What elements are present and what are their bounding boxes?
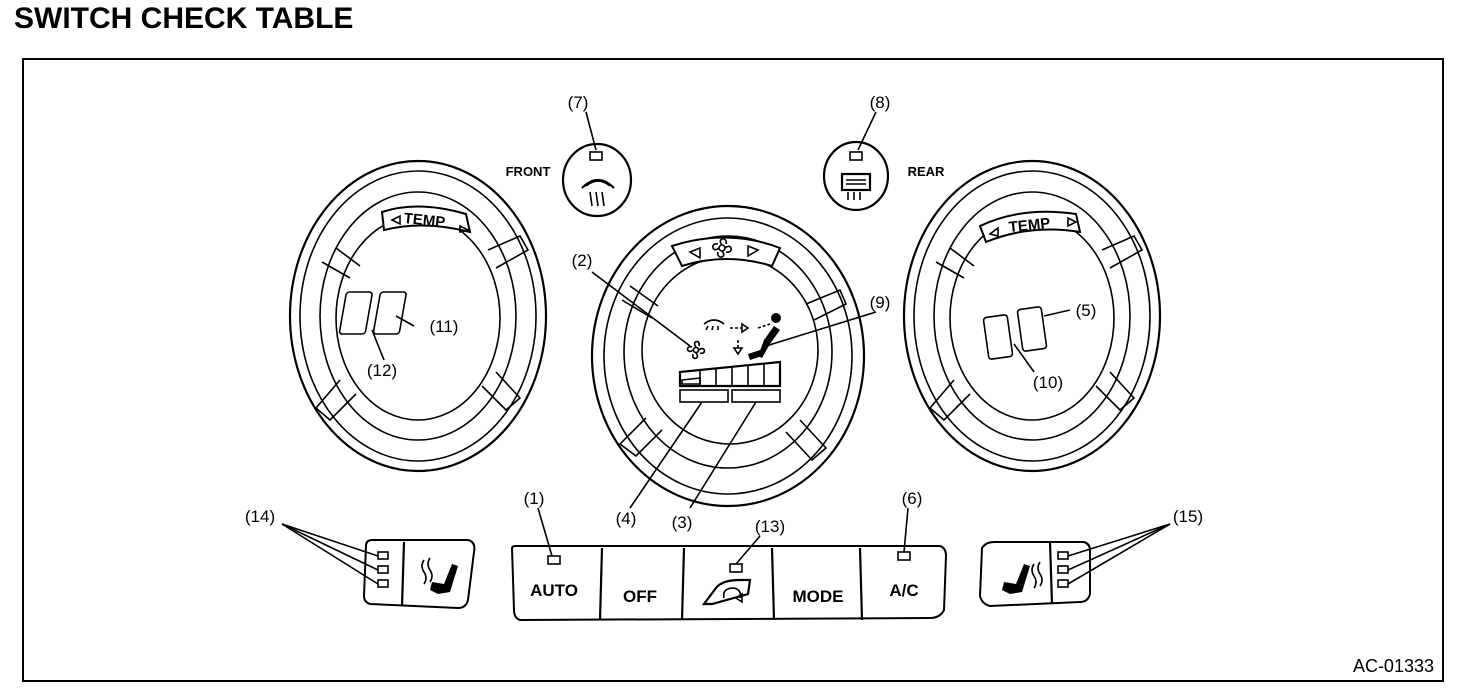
defrost-mode-icon	[703, 319, 725, 331]
front-label: FRONT	[506, 164, 551, 179]
mode-button-label: MODE	[793, 587, 844, 606]
right-seat-heater-button[interactable]	[978, 541, 1091, 608]
rear-defroster-button[interactable]	[822, 140, 890, 212]
callout-8: (8)	[870, 93, 891, 112]
ac-button-label: A/C	[889, 581, 918, 600]
callout-15: (15)	[1173, 507, 1203, 526]
center-fan-dial[interactable]	[590, 204, 866, 508]
right-temp-dial[interactable]: TEMP	[902, 159, 1162, 473]
callout-7: (7)	[568, 93, 589, 112]
temp-label-right: TEMP	[1008, 215, 1051, 236]
front-defroster-button[interactable]	[561, 142, 633, 218]
callout-12: (12)	[367, 361, 397, 380]
temp-label-left: TEMP	[403, 210, 446, 231]
callout-10: (10)	[1033, 373, 1063, 392]
callout-3: (3)	[672, 513, 693, 532]
rear-defroster-icon	[840, 172, 872, 200]
rear-defroster-indicator	[849, 151, 863, 161]
fan-icon	[686, 340, 706, 360]
figure-id: AC-01333	[1353, 656, 1434, 676]
callout-9: (9)	[870, 293, 891, 312]
callout-11: (11)	[430, 317, 459, 336]
off-button-label: OFF	[623, 587, 657, 606]
fan-speed-bar	[678, 360, 782, 388]
occupant-icon	[748, 313, 781, 360]
front-defroster-icon	[581, 178, 615, 207]
auto-button-label: AUTO	[530, 581, 578, 600]
recirculation-icon	[701, 578, 752, 606]
recirculation-button[interactable]	[701, 563, 752, 606]
auto-button[interactable]: AUTO	[530, 555, 578, 600]
front-defroster-indicator	[589, 151, 603, 161]
seat-heater-icon	[1002, 561, 1043, 594]
off-button[interactable]: OFF	[623, 587, 657, 606]
seat-heater-icon	[421, 557, 458, 594]
callout-13: (13)	[755, 517, 785, 536]
callout-2: (2)	[572, 251, 593, 270]
callout-14: (14)	[245, 507, 275, 526]
diagram-frame	[22, 58, 1444, 682]
left-temp-display	[338, 291, 407, 335]
left-seat-heater-button[interactable]	[362, 539, 476, 610]
bottom-button-strip	[510, 545, 948, 622]
right-temp-display	[982, 306, 1048, 360]
callout-5: (5)	[1076, 301, 1097, 320]
leader-lines	[281, 111, 1171, 585]
center-display	[678, 313, 782, 403]
page-title: SWITCH CHECK TABLE	[14, 2, 354, 35]
left-temp-dial[interactable]: TEMP	[288, 159, 548, 473]
auto-indicator	[547, 555, 561, 565]
fan-icon	[712, 238, 732, 258]
callout-6: (6)	[902, 489, 923, 508]
callout-1: (1)	[524, 489, 545, 508]
rear-label: REAR	[908, 164, 945, 179]
callout-4: (4)	[616, 509, 637, 528]
mode-button[interactable]: MODE	[793, 587, 844, 606]
